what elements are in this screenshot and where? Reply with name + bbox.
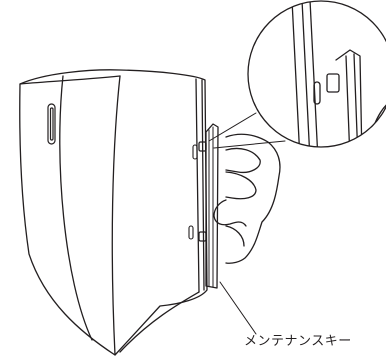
device-front-panel-line xyxy=(59,75,93,341)
magnifier-circle xyxy=(247,0,386,148)
device-top-edge xyxy=(19,75,121,85)
maintenance-key-plate xyxy=(198,123,219,289)
magnifier-leader-lines xyxy=(208,112,286,149)
device-outline xyxy=(19,69,208,356)
finger-lower xyxy=(225,225,245,247)
magnified-content xyxy=(291,1,386,147)
side-keyhole-slots xyxy=(188,144,198,240)
front-handle-slot xyxy=(47,103,56,145)
device-body xyxy=(19,69,208,356)
hand-outline xyxy=(225,133,281,264)
thumb xyxy=(213,199,247,227)
maintenance-key-label: メンテナンスキー xyxy=(244,334,352,349)
key-plate-outline xyxy=(205,123,219,289)
device-bottom-edge xyxy=(119,291,200,353)
finger-middle xyxy=(225,171,257,200)
hand xyxy=(213,133,281,264)
device-side-rear-edge xyxy=(195,78,200,293)
device-side-rear-edge-2 xyxy=(201,79,205,291)
detail-magnifier xyxy=(247,0,386,148)
callout-leader-line xyxy=(219,281,257,335)
device-front-seam xyxy=(111,75,121,356)
finger-top xyxy=(225,147,261,174)
